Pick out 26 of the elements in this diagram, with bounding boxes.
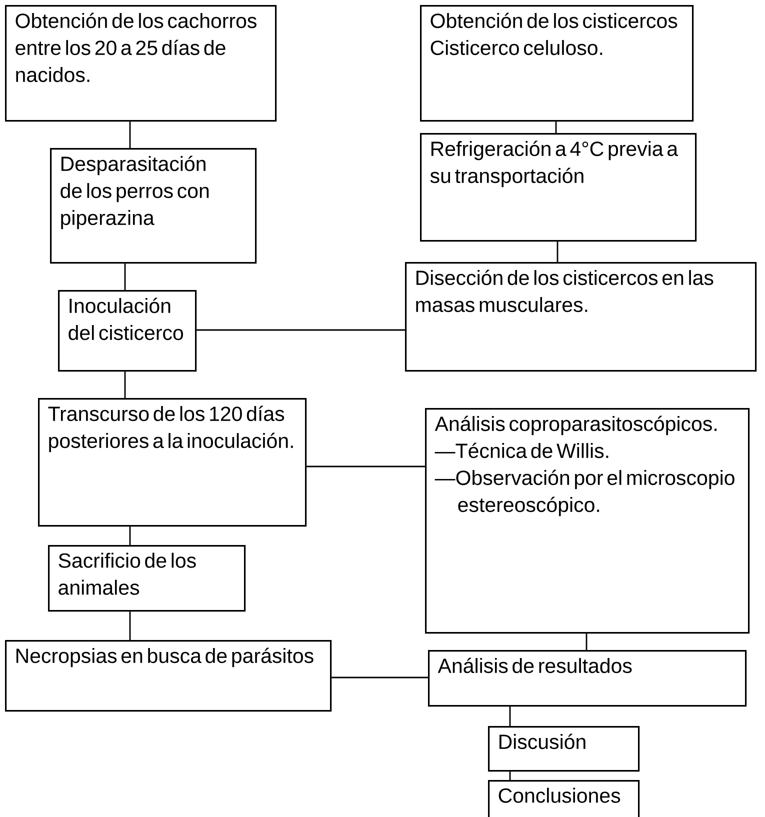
process-box: Sacrificio de los animales [48, 545, 246, 612]
connector-line [555, 122, 557, 133]
connector-line [332, 676, 428, 678]
process-box: Transcurso de los 120 días posteriores a la inoculación. [38, 398, 307, 527]
connector-line [586, 634, 588, 650]
process-box: Análisis de resultados [428, 650, 747, 707]
process-box: Discusión [488, 726, 640, 772]
process-box: Conclusiones [488, 780, 640, 817]
connector-line [306, 466, 425, 468]
connector-line [196, 329, 405, 331]
connector-line [129, 122, 131, 148]
process-box: Disección de los cisticercos en las masas musculares. [405, 262, 757, 372]
connector-line [129, 526, 131, 545]
connector-line [509, 706, 511, 726]
process-box: Obtención de los cisticercos Cisticerco celuloso. [420, 5, 694, 122]
process-box: Obtención de los cachorros entre los 20 a 25 días de nacidos. [5, 5, 277, 122]
process-box: Análisis coproparasitoscópicos. —Técnica de Willis. —Observación por el microscopio estereoscópico. [425, 408, 750, 634]
connector-line [124, 372, 126, 398]
connector-line [124, 264, 126, 290]
process-box: Inoculación del cisticerco [58, 290, 197, 372]
connector-line [129, 612, 131, 640]
connector-line [509, 772, 511, 780]
process-box: Necropsias en busca de parásitos [5, 640, 332, 712]
connector-line [556, 242, 558, 262]
process-box: Desparasitación de los perros con piperazina [50, 148, 257, 264]
process-box: Refrigeración a 4°C previa a su transportación [420, 133, 697, 242]
